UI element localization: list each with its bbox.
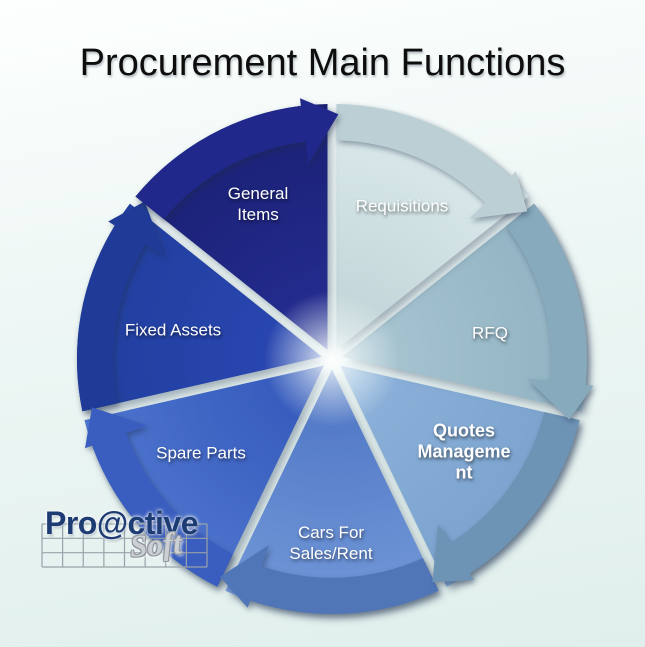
segment-label-rfq: RFQ [472, 323, 508, 343]
center-glow [264, 291, 400, 427]
segment-label-cars-for-sales-rent: Cars For Sales/Rent [289, 523, 373, 563]
segment-arrow-cars-for-sales-rent [220, 545, 439, 615]
segment-arrow-general-items [135, 98, 339, 220]
segment-spare-parts [84, 365, 324, 587]
segment-wedge-cars-for-sales-rent [225, 369, 439, 615]
segment-arrow-requisitions [336, 104, 528, 219]
segment-requisitions [336, 104, 529, 350]
segment-arrow-fixed-assets [76, 201, 165, 412]
segment-general-items [135, 98, 339, 350]
segment-label-fixed-assets: Fixed Assets [124, 320, 222, 340]
logo: Pro@ctive Soft [30, 494, 235, 578]
logo-grid-icon [41, 523, 208, 568]
segment-label-quotes-management: Quotes Manageme nt [417, 420, 511, 483]
segment-label-general-items: General Items [227, 184, 289, 224]
segment-label-requisitions: Requisitions [355, 196, 449, 216]
segment-arrow-spare-parts [85, 407, 233, 587]
segment-rfq [342, 203, 594, 420]
segment-quotes-management [340, 365, 580, 587]
segment-label-spare-parts: Spare Parts [156, 443, 246, 463]
segment-arrow-quotes-management [432, 412, 580, 583]
logo-sub: Soft [128, 525, 183, 564]
page-title: Procurement Main Functions [79, 42, 566, 84]
segment-arrow-rfq [505, 203, 594, 420]
segment-fixed-assets [76, 201, 322, 412]
logo-name: Pro@ctive [45, 505, 198, 541]
segment-cars-for-sales-rent [220, 369, 439, 615]
